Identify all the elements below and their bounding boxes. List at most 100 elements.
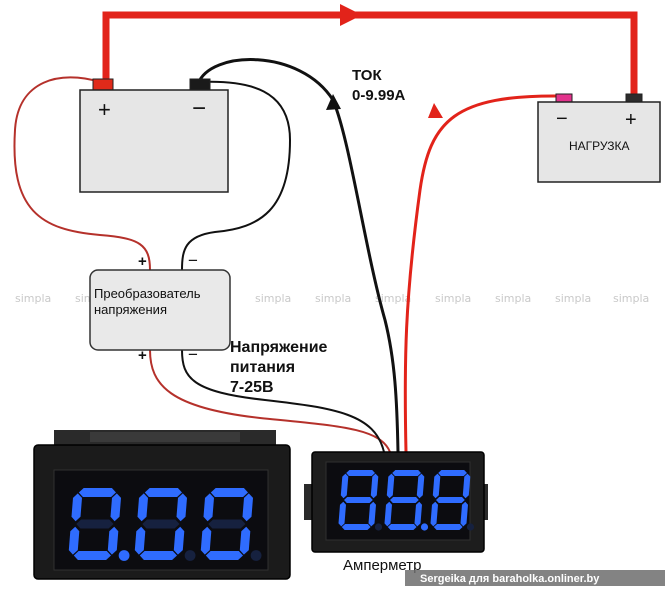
main-positive-wire bbox=[102, 11, 638, 96]
watermark-10: simpla bbox=[555, 292, 591, 305]
large-meter-digit-1-segment-f bbox=[71, 493, 82, 522]
top-flow-arrow bbox=[340, 4, 362, 26]
large-meter-digit-1-segment-b bbox=[110, 493, 121, 522]
ammeter-label: Амперметр bbox=[343, 557, 422, 574]
large-meter-digit-2-segment-b bbox=[176, 493, 187, 522]
credit-text: Sergeika для baraholka.onliner.by bbox=[420, 573, 600, 585]
load-body bbox=[537, 101, 661, 183]
converter-label-line2: напряжения bbox=[94, 302, 167, 317]
battery-minus-sign: − bbox=[192, 95, 206, 122]
converter-out-minus: − bbox=[188, 345, 198, 364]
large-meter-digit-2-segment-f bbox=[137, 493, 148, 522]
credit-banner: Sergeika для baraholka.onliner.by bbox=[405, 570, 665, 586]
large-meter-digit-3-segment-g bbox=[208, 519, 246, 529]
ammeter: Амперметр bbox=[304, 451, 488, 574]
watermark-11: simpla bbox=[613, 292, 649, 305]
converter-in-minus: − bbox=[188, 251, 198, 270]
ammeter-digit-3-segment-c bbox=[460, 501, 468, 527]
ammeter-left-clip bbox=[304, 484, 314, 520]
converter-input-negative-wire bbox=[181, 80, 292, 271]
converter-output-negative-wire bbox=[181, 349, 385, 453]
ammeter-digit-3-segment-e bbox=[430, 501, 438, 527]
large-meter-digit-3-segment-a bbox=[210, 488, 248, 497]
ammeter-digit-3-segment-g bbox=[436, 497, 465, 503]
large-meter-digits bbox=[68, 488, 262, 561]
ammeter-digit-2-segment-f bbox=[386, 473, 395, 499]
watermark-8: simpla bbox=[435, 292, 471, 305]
large-meter-digit-2-decimal-point bbox=[184, 550, 196, 561]
ammeter-digit-1-segment-e bbox=[338, 501, 346, 527]
ammeter-digit-2-segment-g bbox=[390, 497, 419, 503]
large-meter-digit-3-decimal-point bbox=[250, 550, 262, 561]
large-panel-meter bbox=[33, 430, 291, 580]
large-meter-digit-2-segment-c bbox=[173, 526, 185, 555]
converter-out-plus: + bbox=[138, 347, 147, 364]
battery-body bbox=[79, 89, 229, 193]
ammeter-digit-1-segment-g bbox=[344, 497, 373, 503]
battery: + − bbox=[79, 78, 229, 193]
watermark-1: simpla bbox=[15, 292, 51, 305]
ammeter-digit-2-decimal-point bbox=[420, 523, 429, 531]
large-meter-digit-2-segment-a bbox=[144, 488, 182, 497]
large-meter-digit-2-segment-e bbox=[134, 526, 146, 555]
large-meter-digit-1-segment-d bbox=[73, 551, 111, 560]
credit-background bbox=[405, 570, 665, 586]
black-flow-arrow bbox=[326, 94, 341, 110]
ammeter-digit-3-decimal-point bbox=[466, 523, 475, 531]
current-label-line1: ТОК bbox=[352, 67, 382, 84]
battery-negative-terminal bbox=[189, 78, 211, 92]
ammeter-digit-2-segment-a bbox=[392, 470, 421, 476]
battery-positive-terminal bbox=[92, 78, 114, 92]
ammeter-digit-2-segment-c bbox=[414, 501, 422, 527]
ammeter-digit-1-decimal-point bbox=[374, 523, 383, 531]
ammeter-digit-3-segment-d bbox=[433, 524, 463, 530]
watermark-6: simpla bbox=[315, 292, 351, 305]
battery-plus-sign: + bbox=[98, 97, 111, 122]
watermark-5: simpla bbox=[255, 292, 291, 305]
ammeter-digit-1-segment-c bbox=[368, 501, 376, 527]
load-minus-sign: − bbox=[556, 108, 568, 130]
current-label-line2: 0-9.99А bbox=[352, 87, 406, 104]
large-meter-digit-1-segment-a bbox=[78, 488, 116, 497]
ammeter-digit-3-segment-f bbox=[432, 473, 441, 499]
converter-body bbox=[89, 269, 231, 351]
large-meter-digit-3-segment-d bbox=[205, 551, 243, 560]
large-meter-digit-1-segment-c bbox=[107, 526, 119, 555]
supply-label-line3: 7-25В bbox=[230, 379, 274, 396]
converter-input-positive-wire bbox=[13, 76, 151, 271]
red-flow-arrow bbox=[428, 103, 443, 118]
converter-output-positive-wire bbox=[149, 349, 391, 453]
ammeter-shunt-wire-black bbox=[196, 58, 400, 453]
large-meter-digit-1-decimal-point bbox=[118, 550, 130, 561]
load-negative-wire bbox=[403, 94, 561, 453]
voltage-converter: Преобразователь напряжения + − + − bbox=[89, 251, 231, 364]
large-meter-digit-2-segment-d bbox=[139, 551, 177, 560]
ammeter-digit-1-segment-d bbox=[341, 524, 371, 530]
ammeter-digit-3-segment-b bbox=[462, 473, 471, 499]
ammeter-digit-3-segment-a bbox=[438, 470, 467, 476]
large-meter-digit-1-segment-g bbox=[76, 519, 114, 529]
large-meter-digit-3-segment-f bbox=[203, 493, 214, 522]
watermark-9: simpla bbox=[495, 292, 531, 305]
load: − + НАГРУЗКА bbox=[537, 93, 661, 183]
converter-label-line1: Преобразователь bbox=[94, 286, 201, 301]
ammeter-digit-1-segment-f bbox=[340, 473, 349, 499]
large-meter-digit-3-segment-c bbox=[239, 526, 251, 555]
ammeter-digit-1-segment-a bbox=[346, 470, 375, 476]
supply-label-line1: Напряжение bbox=[230, 339, 328, 356]
ammeter-digit-1-segment-b bbox=[370, 473, 379, 499]
large-meter-digit-3-segment-e bbox=[200, 526, 212, 555]
ammeter-digit-2-segment-d bbox=[387, 524, 417, 530]
load-plus-sign: + bbox=[625, 109, 637, 131]
ammeter-digit-2-segment-e bbox=[384, 501, 392, 527]
ammeter-digits bbox=[338, 470, 475, 531]
large-meter-digit-3-segment-b bbox=[242, 493, 253, 522]
large-meter-digit-1-segment-e bbox=[68, 526, 80, 555]
load-label: НАГРУЗКА bbox=[569, 139, 630, 153]
ammeter-digit-2-segment-b bbox=[416, 473, 425, 499]
converter-in-plus: + bbox=[138, 253, 147, 270]
supply-label-line2: питания bbox=[230, 359, 295, 376]
large-meter-top-tab bbox=[90, 432, 240, 442]
